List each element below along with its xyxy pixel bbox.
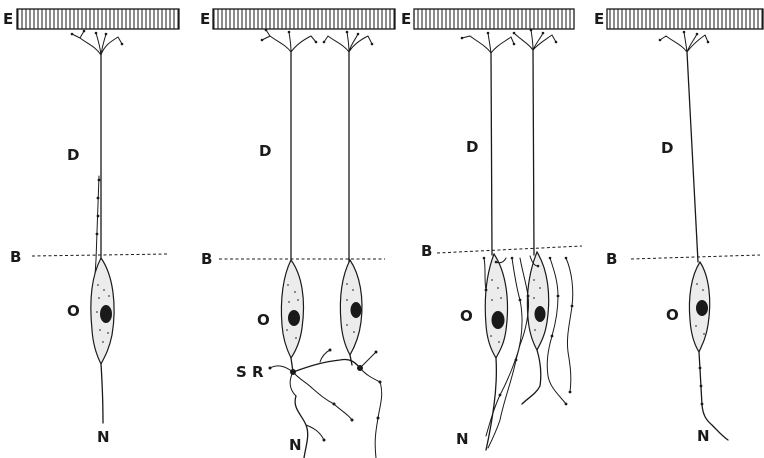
label-basement: B [606,250,617,268]
epithelium-bar [213,9,395,29]
dendrite-process-right [533,50,534,255]
label-olfactory-cell: O [666,306,679,324]
panel-2: E D B [200,9,395,458]
cell-nucleus [100,305,112,323]
label-basement: B [10,248,21,266]
dendrite-branches-right [513,29,558,50]
olfactory-cell-body-left [485,254,507,358]
dendrite-branches-left [261,29,318,52]
label-dendrite: D [67,146,79,164]
label-sensory-ganglion: S R [236,363,264,381]
cell-nucleus-left [492,311,505,329]
olfactory-cell-body-left [281,260,303,358]
label-basement: B [421,242,432,260]
dendrite-process [687,52,698,262]
label-nerve: N [97,428,110,446]
epithelium-bar [607,9,763,29]
cell-nucleus [696,300,708,316]
panel-4: E D B O N [594,9,763,445]
label-dendrite: D [466,138,478,156]
axon [101,364,103,423]
label-olfactory-cell: O [257,311,270,329]
label-epithelium: E [594,10,604,28]
axon-varicosities [699,367,704,406]
label-nerve: N [289,436,302,454]
cell-nucleus-left [288,310,300,326]
dendrite-branches [71,30,124,55]
label-epithelium: E [200,10,210,28]
sensory-ganglion-network [269,349,382,458]
label-dendrite: D [259,142,271,160]
epithelium-bar [17,9,179,29]
label-nerve: N [456,430,469,448]
basement-membrane-line [437,246,582,253]
basement-membrane-line [631,255,760,259]
label-epithelium: E [401,10,411,28]
cell-nucleus-right [535,306,546,322]
label-dendrite: D [661,139,673,157]
dendrite-process-left [491,53,492,255]
dendrite-branches-left [461,32,516,53]
cell-nucleus-right [351,302,362,318]
panel-3: E D B [401,9,582,450]
epithelium-bar [414,9,574,29]
dendrite-branches [659,31,710,52]
basement-membrane-line [32,254,168,256]
label-epithelium: E [3,10,13,28]
label-olfactory-cell: O [460,307,473,325]
label-olfactory-cell: O [67,302,80,320]
panel-1: E D B O N [3,9,179,446]
dendrite-branches-right [323,31,374,52]
label-basement: B [201,250,212,268]
label-nerve: N [697,427,710,445]
